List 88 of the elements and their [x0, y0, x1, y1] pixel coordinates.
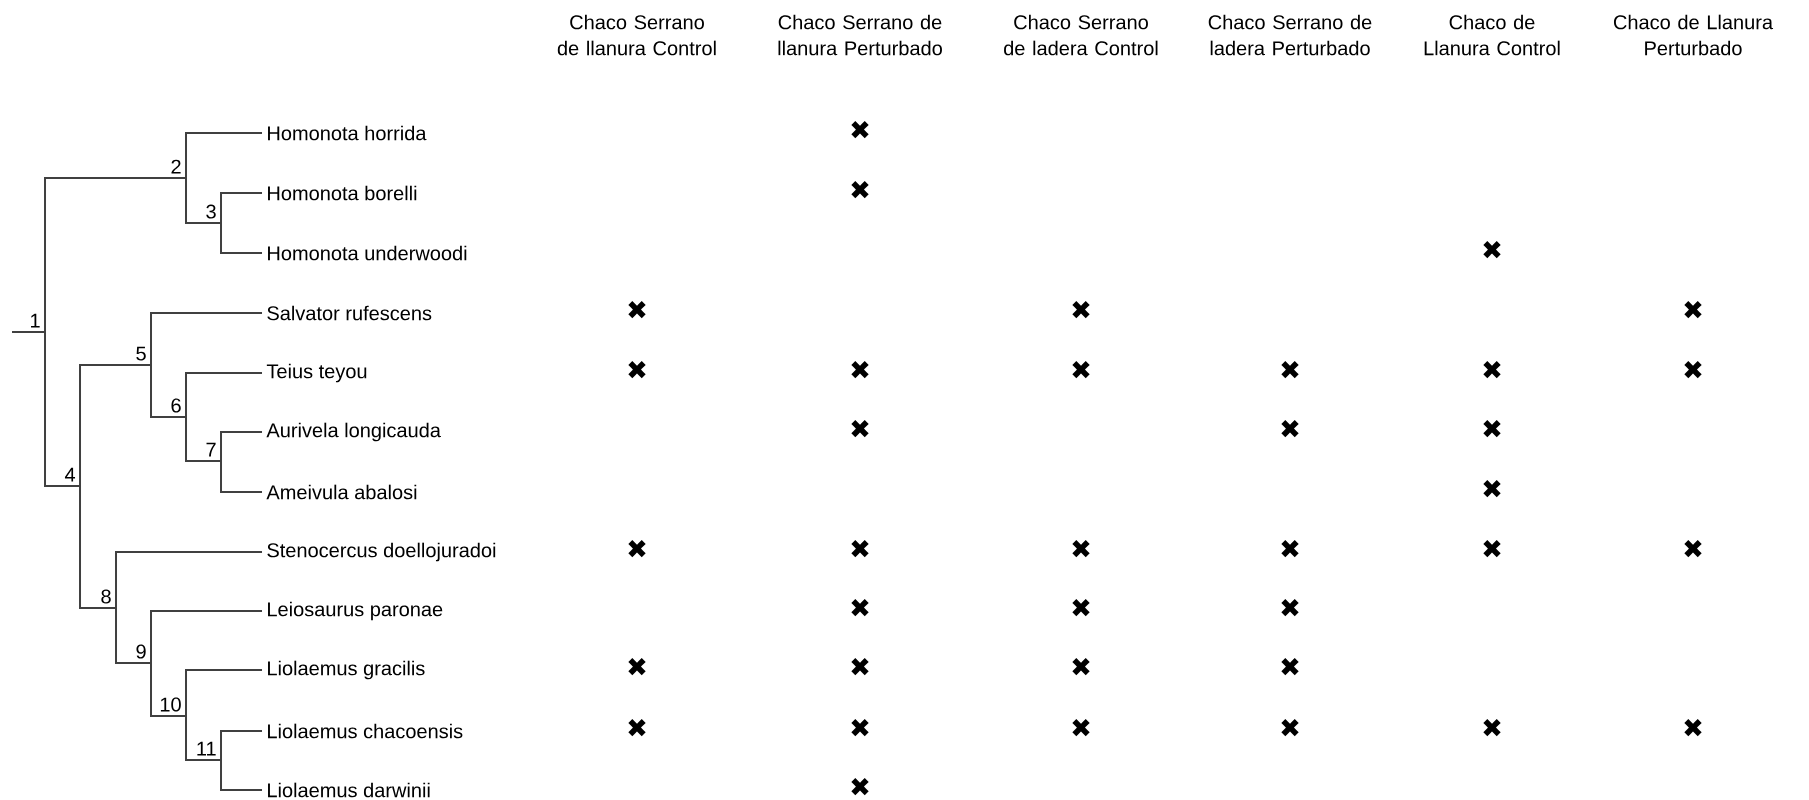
presence-mark: ✖	[1483, 718, 1501, 737]
tree-branch	[79, 364, 152, 487]
species-name: Leiosaurus paronae	[268, 601, 443, 621]
tree-branch	[44, 177, 187, 333]
species-name: Liolaemus gracilis	[268, 660, 425, 680]
tree-branch	[44, 331, 81, 487]
tree-branch	[150, 610, 263, 664]
tree-branch	[220, 431, 263, 462]
node-number: 2	[171, 159, 181, 174]
tree-branch	[185, 715, 222, 761]
presence-mark: ✖	[1483, 479, 1501, 498]
tree-branch	[150, 662, 187, 717]
species-name: Homonota underwoodi	[268, 245, 467, 261]
presence-mark: ✖	[1281, 539, 1299, 558]
presence-mark: ✖	[628, 657, 646, 676]
tree-branch	[185, 669, 263, 717]
presence-mark: ✖	[628, 718, 646, 737]
presence-mark: ✖	[1072, 360, 1090, 379]
presence-mark: ✖	[628, 539, 646, 558]
node-number: 6	[171, 398, 181, 413]
species-name: Teius teyou	[266, 363, 367, 383]
species-name: Stenocercus doellojuradoi	[267, 542, 496, 562]
presence-mark: ✖	[1281, 598, 1299, 617]
tree-branch	[79, 485, 117, 609]
presence-mark: ✖	[1483, 539, 1501, 558]
tree-branch	[115, 607, 152, 664]
presence-mark: ✖	[1281, 360, 1299, 379]
presence-mark: ✖	[628, 360, 646, 379]
tree-branch	[220, 759, 263, 791]
presence-mark: ✖	[851, 718, 869, 737]
presence-mark: ✖	[851, 120, 869, 139]
species-name: Homonota borelli	[268, 185, 417, 201]
presence-mark: ✖	[1072, 718, 1090, 737]
column-header: Chaco Serrano de ladera Control	[1004, 14, 1158, 56]
tree-branch	[185, 132, 263, 179]
presence-mark: ✖	[1483, 240, 1501, 259]
presence-mark: ✖	[628, 300, 646, 319]
presence-mark: ✖	[1281, 718, 1299, 737]
presence-mark: ✖	[851, 598, 869, 617]
node-number: 9	[136, 644, 146, 659]
species-name: Salvator rufescens	[267, 305, 432, 321]
node-number: 3	[206, 204, 216, 219]
tree-branch	[220, 222, 263, 254]
presence-mark: ✖	[1072, 300, 1090, 319]
presence-mark: ✖	[851, 180, 869, 199]
tree-branch	[220, 192, 263, 224]
presence-mark: ✖	[1072, 539, 1090, 558]
column-header: Chaco Serrano de ladera Perturbado	[1208, 14, 1372, 56]
column-header: Chaco de Llanura Control	[1424, 14, 1560, 56]
tree-branch	[220, 460, 263, 493]
presence-mark: ✖	[851, 657, 869, 676]
presence-mark: ✖	[1684, 360, 1702, 379]
presence-mark: ✖	[1684, 300, 1702, 319]
node-number: 10	[160, 697, 181, 712]
species-name: Aurivela longicauda	[266, 422, 441, 442]
column-header: Chaco Serrano de llanura Perturbado	[778, 14, 942, 56]
presence-mark: ✖	[1684, 718, 1702, 737]
node-number: 5	[136, 346, 146, 361]
tree-branch	[220, 730, 263, 761]
node-number: 8	[101, 589, 111, 604]
tree-branch	[150, 312, 263, 366]
presence-mark: ✖	[1483, 419, 1501, 438]
node-number: 11	[197, 741, 216, 756]
tree-branch	[150, 364, 187, 418]
presence-mark: ✖	[1281, 657, 1299, 676]
presence-mark: ✖	[1483, 360, 1501, 379]
node-number: 4	[64, 467, 76, 482]
species-name: Ameivula abalosi	[266, 484, 417, 500]
presence-mark: ✖	[851, 419, 869, 438]
presence-mark: ✖	[851, 777, 869, 796]
column-header: Chaco de Llanura Perturbado	[1613, 14, 1774, 56]
presence-mark: ✖	[1072, 598, 1090, 617]
presence-mark: ✖	[1684, 539, 1702, 558]
tree-branch	[115, 551, 263, 609]
tree-branch	[185, 177, 222, 224]
column-header: Chaco Serrano de llanura Control	[557, 14, 716, 56]
presence-mark: ✖	[851, 360, 869, 379]
tree-branch	[185, 416, 222, 462]
presence-mark: ✖	[1072, 657, 1090, 676]
node-number: 1	[31, 313, 40, 328]
presence-mark: ✖	[851, 539, 869, 558]
tree-branch	[185, 372, 263, 418]
species-name: Liolaemus chacoensis	[268, 723, 463, 739]
node-number: 7	[206, 442, 216, 457]
presence-mark: ✖	[1281, 419, 1299, 438]
species-name: Homonota horrida	[268, 125, 427, 141]
species-name: Liolaemus darwinii	[268, 782, 430, 798]
tree-branch	[11, 331, 46, 333]
